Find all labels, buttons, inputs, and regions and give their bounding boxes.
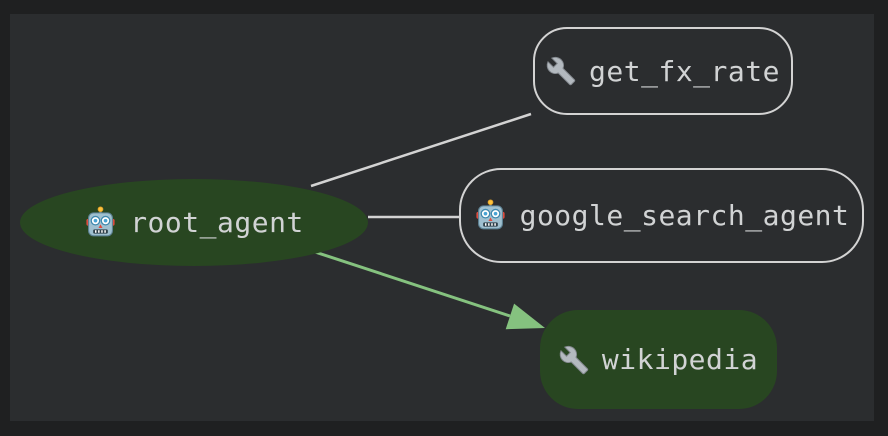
node-wikipedia[interactable]: wikipedia — [540, 310, 777, 409]
robot-icon — [474, 199, 507, 232]
wrench-icon — [546, 56, 576, 86]
edge-root-to-wikipedia-arrowhead — [505, 303, 545, 330]
node-google-search-agent[interactable]: google_search_agent — [459, 168, 864, 263]
wrench-icon — [559, 345, 589, 375]
node-label-google-search-agent: google_search_agent — [519, 199, 850, 232]
node-label-get-fx-rate: get_fx_rate — [589, 54, 780, 88]
node-label-root-agent: root_agent — [130, 206, 304, 239]
edge-root-to-wikipedia — [311, 249, 511, 318]
robot-icon — [84, 206, 117, 239]
node-get-fx-rate[interactable]: get_fx_rate — [533, 27, 793, 115]
node-root-agent[interactable]: root_agent — [20, 179, 368, 266]
node-label-wikipedia: wikipedia — [601, 343, 759, 376]
